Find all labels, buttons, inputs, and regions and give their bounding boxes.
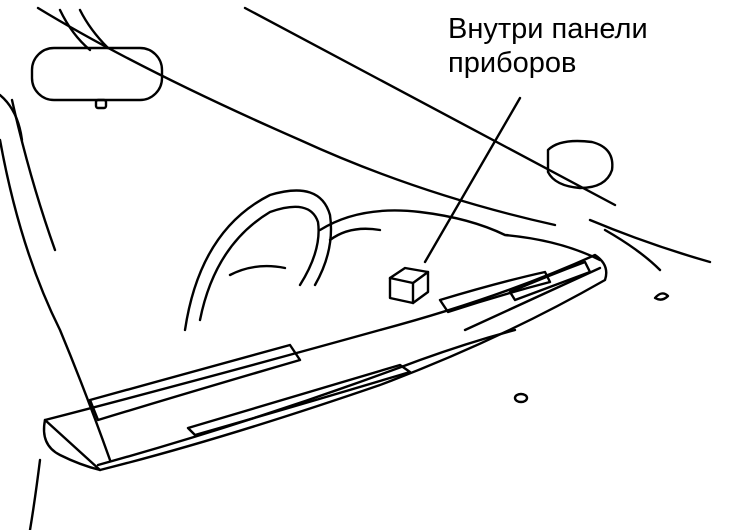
callout-label: Внутри панели приборов: [448, 12, 648, 80]
hood-bottom-left: [28, 458, 42, 530]
hood-edge-right: [603, 228, 662, 272]
wiper-left-blade: [96, 328, 517, 467]
cowl-lower: [42, 418, 102, 472]
roof-line: [243, 6, 617, 207]
left-seat-edge: [0, 93, 24, 142]
cowl-vent-right: [438, 270, 552, 314]
relay-block-side: [411, 270, 430, 305]
a-pillar-left-outer: [0, 138, 112, 462]
hood-line-right: [588, 218, 712, 264]
cowl-vent-left: [88, 343, 302, 422]
relay-block-front: [388, 276, 415, 305]
dashboard-top: [318, 209, 602, 262]
cowl-panel: [43, 253, 608, 472]
callout-line-2: приборов: [448, 47, 577, 79]
relay-block-top: [388, 266, 430, 285]
wiper-left-arm: [186, 363, 412, 437]
hood-mark-1: [653, 292, 670, 301]
hood-mark-2: [513, 392, 529, 404]
callout-line-1: Внутри панели: [448, 13, 648, 45]
mirror-mount: [94, 98, 108, 110]
wiper-right-arm: [508, 260, 592, 302]
side-mirror: [546, 139, 614, 190]
steering-wheel-inner: [198, 205, 320, 322]
rear-view-mirror: [30, 46, 164, 102]
mirror-stem-2: [78, 8, 110, 50]
callout-leader: [423, 96, 522, 264]
wiper-right-blade: [463, 266, 602, 332]
steering-column: [228, 264, 287, 277]
steering-wheel-outer: [183, 189, 333, 332]
dashboard-hump: [328, 227, 382, 242]
